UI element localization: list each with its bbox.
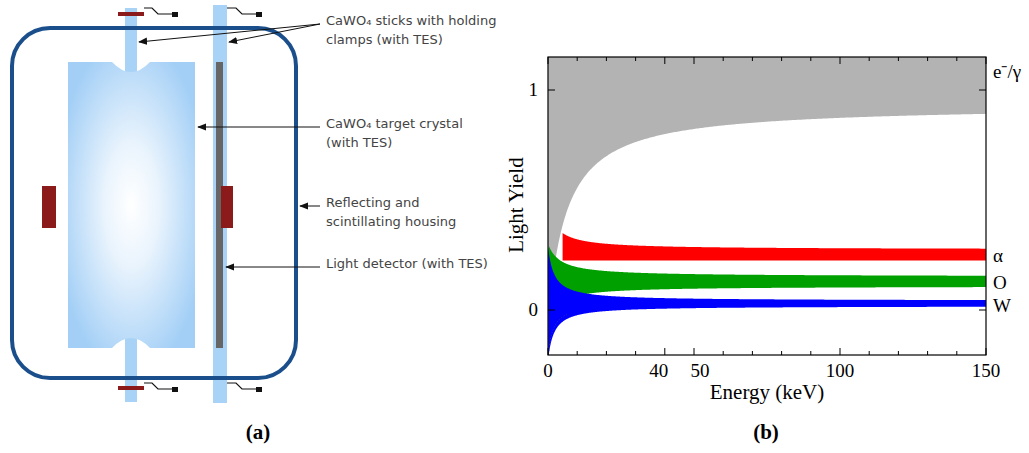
yield-band <box>548 247 986 355</box>
x-tick <box>869 57 870 61</box>
leader-line <box>198 127 320 128</box>
yield-band <box>548 57 986 324</box>
housing-outline <box>12 28 296 378</box>
holding-stick <box>125 338 137 402</box>
tick-label: 0 <box>529 299 539 321</box>
x-tick <box>664 348 665 355</box>
tick-label: 100 <box>826 360 855 382</box>
clamp-wire <box>144 383 172 389</box>
axis-title: Energy (keV) <box>710 380 825 404</box>
leader-line <box>300 206 320 207</box>
clamp-tes <box>118 386 144 390</box>
x-tick <box>752 57 753 61</box>
x-tick <box>635 351 636 355</box>
clamp-tes <box>118 12 144 16</box>
axis-title: Light Yield <box>504 157 528 252</box>
x-tick <box>577 351 578 355</box>
clamp-terminal <box>256 12 262 17</box>
x-tick <box>606 351 607 355</box>
y-tick <box>979 90 986 91</box>
series-label: W <box>993 295 1011 317</box>
x-tick <box>956 57 957 61</box>
leader-line <box>229 24 320 42</box>
tick-label: 50 <box>691 360 710 382</box>
yield-band <box>563 233 986 261</box>
x-tick <box>694 348 695 355</box>
x-tick <box>898 351 899 355</box>
tes-sensor <box>221 186 233 228</box>
x-tick <box>752 351 753 355</box>
leader-line <box>226 267 320 268</box>
callout-text: Light detector (with TES) <box>326 255 498 274</box>
series-label: α <box>993 245 1003 267</box>
x-tick <box>548 57 549 64</box>
dotted-curve <box>548 313 569 355</box>
callout-text: Reflecting and scintillating housing <box>326 194 498 232</box>
x-tick <box>606 57 607 61</box>
series-label: O <box>993 272 1007 294</box>
tes-sensor <box>42 186 56 228</box>
x-tick <box>723 57 724 61</box>
leader-line <box>139 24 320 42</box>
x-tick <box>956 351 957 355</box>
plot-frame <box>548 57 986 355</box>
clamp-wire <box>144 8 172 14</box>
x-tick <box>723 351 724 355</box>
band-group <box>548 57 986 355</box>
clamp-wire <box>227 383 256 389</box>
x-tick <box>840 57 841 64</box>
callout-text: CaWO₄ sticks with holding clamps (with T… <box>326 12 498 50</box>
clamp-terminal <box>256 387 262 392</box>
panel-label: (a) <box>246 420 271 444</box>
x-tick <box>869 351 870 355</box>
x-tick <box>577 57 578 61</box>
y-tick <box>548 90 555 91</box>
y-tick <box>979 310 986 311</box>
clamp-wire <box>227 8 256 14</box>
clamp-terminal <box>172 387 178 392</box>
x-tick <box>927 57 928 61</box>
clamp-terminal <box>172 12 178 17</box>
callout-text: CaWO₄ target crystal (with TES) <box>326 115 498 153</box>
holding-stick <box>125 8 137 72</box>
tick-label: 0 <box>543 360 553 382</box>
tick-label: 1 <box>529 79 539 101</box>
x-tick <box>635 57 636 61</box>
tick-label: 40 <box>649 360 668 382</box>
y-tick <box>548 310 555 311</box>
x-tick <box>810 57 811 61</box>
x-tick <box>986 57 987 64</box>
x-tick <box>664 57 665 64</box>
x-tick <box>898 57 899 61</box>
ticks <box>548 57 986 355</box>
panel-label: (b) <box>753 420 779 444</box>
x-tick <box>840 348 841 355</box>
x-tick <box>781 57 782 61</box>
x-tick <box>781 351 782 355</box>
tick-label: 150 <box>972 360 1001 382</box>
x-tick <box>694 57 695 64</box>
x-tick <box>810 351 811 355</box>
target-crystal <box>68 62 195 348</box>
series-label: e⁻/γ <box>993 61 1021 83</box>
x-tick <box>548 348 549 355</box>
x-tick <box>986 348 987 355</box>
x-tick <box>927 351 928 355</box>
